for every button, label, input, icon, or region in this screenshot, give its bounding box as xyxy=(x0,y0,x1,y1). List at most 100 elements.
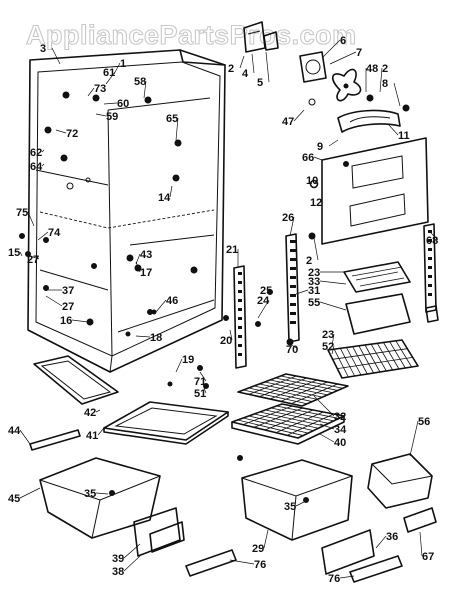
leader-line xyxy=(263,529,269,549)
callout-label: 59 xyxy=(106,111,118,123)
crisper-drawer-left xyxy=(39,457,161,539)
callout-label: 16 xyxy=(60,315,72,327)
leader-line xyxy=(135,335,151,338)
leader-line xyxy=(293,109,305,122)
callout-label: 73 xyxy=(94,83,106,95)
leader-line xyxy=(203,387,207,394)
callout-label: 6 xyxy=(340,35,346,47)
leader-line xyxy=(429,231,439,241)
leader-line xyxy=(175,358,183,373)
leader-line xyxy=(295,501,305,507)
leader-line xyxy=(37,231,49,241)
leader-line xyxy=(135,253,141,265)
callout-label: 26 xyxy=(282,212,294,224)
callout-label: 24 xyxy=(257,295,270,307)
leader-line xyxy=(319,423,335,430)
leader-line xyxy=(313,395,335,417)
leader-line xyxy=(313,156,323,161)
evaporator-cover xyxy=(321,137,429,245)
leader-line xyxy=(113,62,121,75)
leader-line xyxy=(175,117,179,141)
leader-line xyxy=(105,71,116,85)
leader-line xyxy=(295,289,309,295)
callout-label: 56 xyxy=(418,416,430,428)
callout-label: 61 xyxy=(103,67,115,79)
crisper-drawer-center xyxy=(241,459,353,541)
callout-label: 10 xyxy=(306,175,318,187)
callout-label: 65 xyxy=(166,113,178,125)
callout-label: 34 xyxy=(334,424,347,436)
leader-line xyxy=(19,487,41,499)
callout-label: 71 xyxy=(194,376,206,388)
callout-label: 39 xyxy=(112,553,124,565)
leader-line xyxy=(45,295,63,307)
callout-label: 55 xyxy=(308,297,320,309)
callout-label: 18 xyxy=(150,332,162,344)
fan-motor xyxy=(299,51,327,83)
leader-line xyxy=(265,51,270,83)
leader-line xyxy=(313,179,319,185)
callout-label: 60 xyxy=(117,98,129,110)
leader-line xyxy=(71,319,89,323)
leader-line xyxy=(313,237,319,261)
leader-line xyxy=(155,299,167,313)
callout-label: 12 xyxy=(310,197,322,209)
callout-label: 75 xyxy=(16,207,28,219)
callout-label: 25 xyxy=(260,285,272,297)
callout-label: 1 xyxy=(120,58,126,70)
callout-label: 36 xyxy=(386,531,398,543)
leader-line xyxy=(419,531,423,557)
leader-line xyxy=(329,51,357,65)
callout-label: 58 xyxy=(134,76,146,88)
leader-lines xyxy=(19,39,439,579)
watermark: AppliancePartsPros.com xyxy=(26,20,357,50)
leader-line xyxy=(239,55,245,69)
callout-label: 76 xyxy=(328,573,340,585)
glass-shelf-frame xyxy=(103,401,229,445)
drip-tray xyxy=(33,355,119,405)
callout-label: 27 xyxy=(27,254,39,266)
leader-line xyxy=(321,39,341,59)
leader-line xyxy=(199,371,207,382)
callout-label: 27 xyxy=(62,301,74,313)
leader-line xyxy=(229,559,255,565)
callout-label: 62 xyxy=(30,147,42,159)
callout-label: 23 xyxy=(308,267,320,279)
leader-line xyxy=(319,433,335,443)
callout-label: 46 xyxy=(166,295,178,307)
leader-line xyxy=(123,555,141,572)
leader-line xyxy=(29,255,40,260)
callout-label: 33 xyxy=(308,276,320,288)
leader-line xyxy=(95,492,109,495)
leader-line xyxy=(387,123,399,136)
callout-label: 35 xyxy=(284,501,296,513)
leader-line xyxy=(41,149,45,153)
leader-line xyxy=(328,139,339,147)
leader-line xyxy=(135,261,141,273)
callout-label: 51 xyxy=(194,388,206,400)
leader-line xyxy=(251,53,255,74)
leader-line xyxy=(229,329,233,341)
leader-line xyxy=(257,299,270,319)
callout-label: 43 xyxy=(140,249,152,261)
leader-line xyxy=(27,211,35,227)
callout-label: 41 xyxy=(86,430,98,442)
callout-label: 35 xyxy=(84,488,96,500)
callout-label: 44 xyxy=(8,425,21,437)
callout-label: 7 xyxy=(356,47,362,59)
leader-line xyxy=(409,420,419,457)
fasteners xyxy=(19,232,316,461)
callout-label: 21 xyxy=(226,244,238,256)
leader-line xyxy=(319,280,347,285)
callout-label: 14 xyxy=(158,192,171,204)
leader-line xyxy=(331,345,335,355)
leader-line xyxy=(51,47,61,65)
callout-label: 17 xyxy=(140,267,152,279)
callout-label: 32 xyxy=(334,411,346,423)
callout-label: 74 xyxy=(48,227,61,239)
leader-line xyxy=(41,163,45,167)
callout-label: 20 xyxy=(220,335,232,347)
callout-label: 4 xyxy=(242,68,249,80)
leader-line xyxy=(379,67,383,93)
